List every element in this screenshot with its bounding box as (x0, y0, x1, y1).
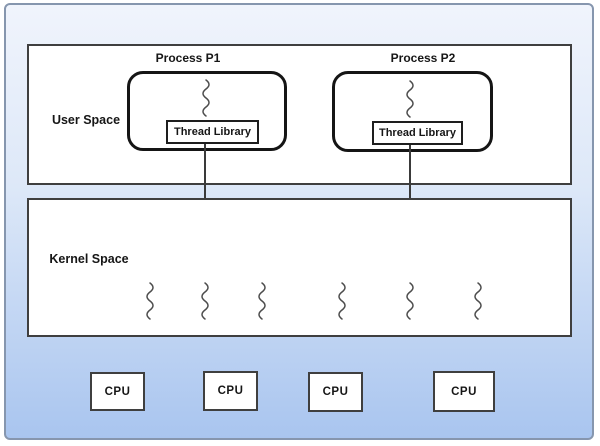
cpu-box-1: CPU (90, 372, 145, 411)
process-p1-title: Process P1 (155, 51, 221, 65)
process-p1-box (127, 71, 287, 151)
user-thread-squiggle-icon (199, 78, 213, 118)
thread-library-box-p2: Thread Library (372, 121, 463, 145)
kernel-thread-squiggle-icon (255, 281, 269, 321)
cpu-box-3: CPU (308, 372, 363, 412)
kernel-space-box (27, 198, 572, 337)
kernel-space-label: Kernel Space (49, 252, 129, 266)
cpu-box-4: CPU (433, 371, 495, 412)
thread-library-box-p1: Thread Library (166, 120, 259, 144)
user-thread-squiggle-icon (403, 79, 417, 119)
user-space-label: User Space (51, 113, 121, 127)
cpu-box-2: CPU (203, 371, 258, 411)
kernel-thread-squiggle-icon (471, 281, 485, 321)
kernel-thread-squiggle-icon (335, 281, 349, 321)
p1-kernel-connector-solid (204, 144, 206, 236)
process-p2-title: Process P2 (390, 51, 456, 65)
kernel-thread-squiggle-icon (143, 281, 157, 321)
kernel-thread-squiggle-icon (403, 281, 417, 321)
p2-kernel-connector-solid (409, 145, 411, 241)
kernel-thread-squiggle-icon (198, 281, 212, 321)
